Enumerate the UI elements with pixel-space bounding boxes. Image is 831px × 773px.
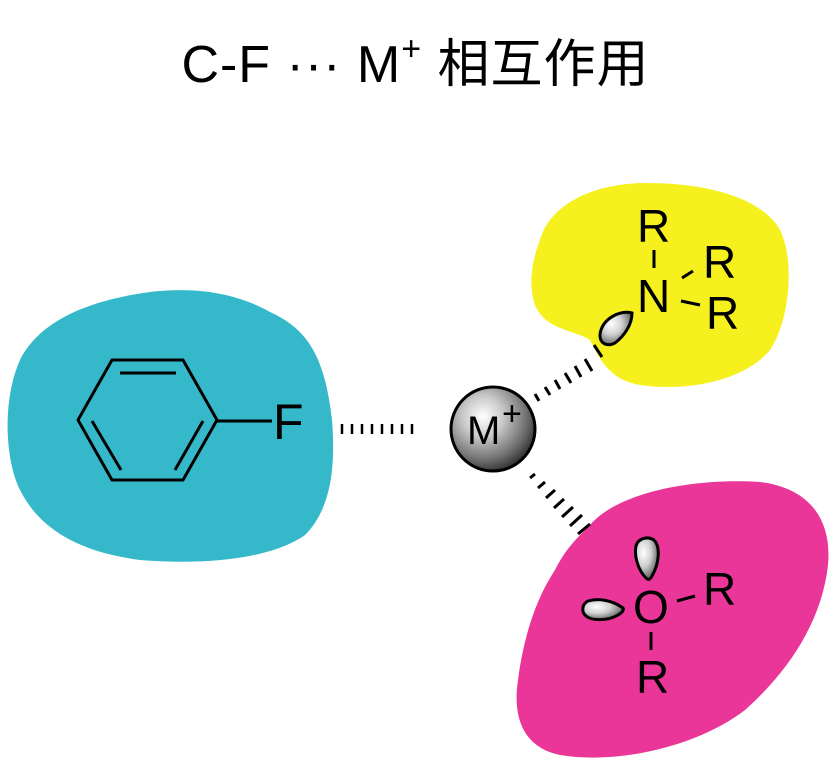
bond-n-r-right-lower <box>680 299 701 307</box>
diagram-title: C-F ··· M+ 相互作用 <box>0 22 831 97</box>
fluorine-label: F <box>273 394 304 450</box>
benzene-ring <box>76 358 272 482</box>
amine-group: R N R R <box>637 200 739 339</box>
metal-symbol: M <box>467 409 500 453</box>
amine-r-right-lower: R <box>706 287 739 339</box>
ether-r-right: R <box>703 563 736 615</box>
aryl-region-blob <box>7 290 334 562</box>
metal-oxygen-interaction <box>529 472 591 536</box>
bond-o-r-right <box>676 594 696 603</box>
metal-charge: + <box>502 395 522 433</box>
oxygen-lone-pair-lobe-left <box>581 598 625 622</box>
amine-region-blob <box>531 182 789 387</box>
title-superscript: + <box>401 30 423 68</box>
f-metal-interaction <box>340 424 414 434</box>
metal-nitrogen-interaction <box>533 344 604 402</box>
amine-r-top: R <box>637 200 670 252</box>
ether-region-blob <box>516 481 829 758</box>
ether-oxygen: O <box>633 581 669 633</box>
title-prefix: C-F ··· M <box>181 36 402 94</box>
oxygen-lone-pair-lobe-top <box>634 536 660 581</box>
metal-cation-sphere <box>449 385 537 473</box>
nitrogen-lone-pair-lobe <box>598 310 634 347</box>
bond-n-r-right-upper <box>681 269 694 280</box>
amine-nitrogen: N <box>637 270 670 322</box>
amine-r-right-upper: R <box>703 236 736 288</box>
title-suffix: 相互作用 <box>422 36 650 94</box>
ether-group: O R R <box>633 563 736 703</box>
ether-r-bottom: R <box>636 651 669 703</box>
